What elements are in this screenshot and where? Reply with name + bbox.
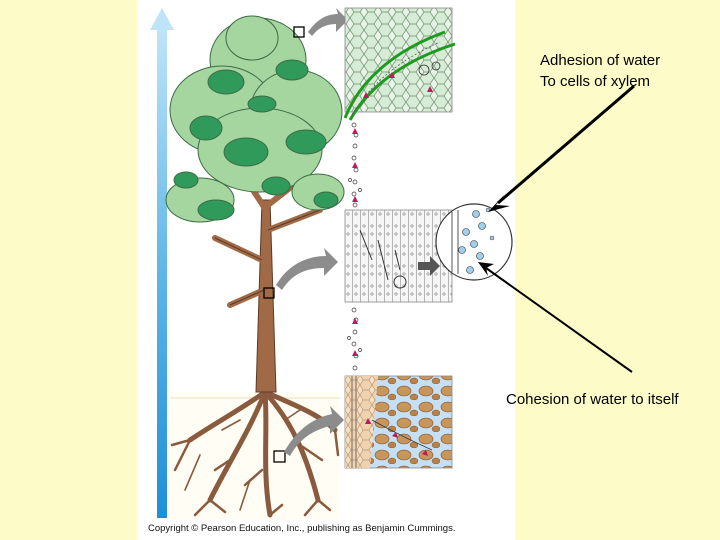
adhesion-label-line2: To cells of xylem — [540, 72, 650, 91]
magnifier-circle-icon — [436, 204, 512, 280]
copyright-text: Copyright © Pearson Education, Inc., pub… — [148, 523, 455, 534]
cohesion-label: Cohesion of water to itself — [506, 390, 679, 409]
stem-xylem-panel — [345, 210, 452, 302]
root-detail-panel — [345, 376, 452, 468]
tree-canopy — [166, 16, 344, 222]
adhesion-label-line1: Adhesion of water — [540, 51, 660, 70]
leaf-detail-panel — [345, 8, 455, 120]
